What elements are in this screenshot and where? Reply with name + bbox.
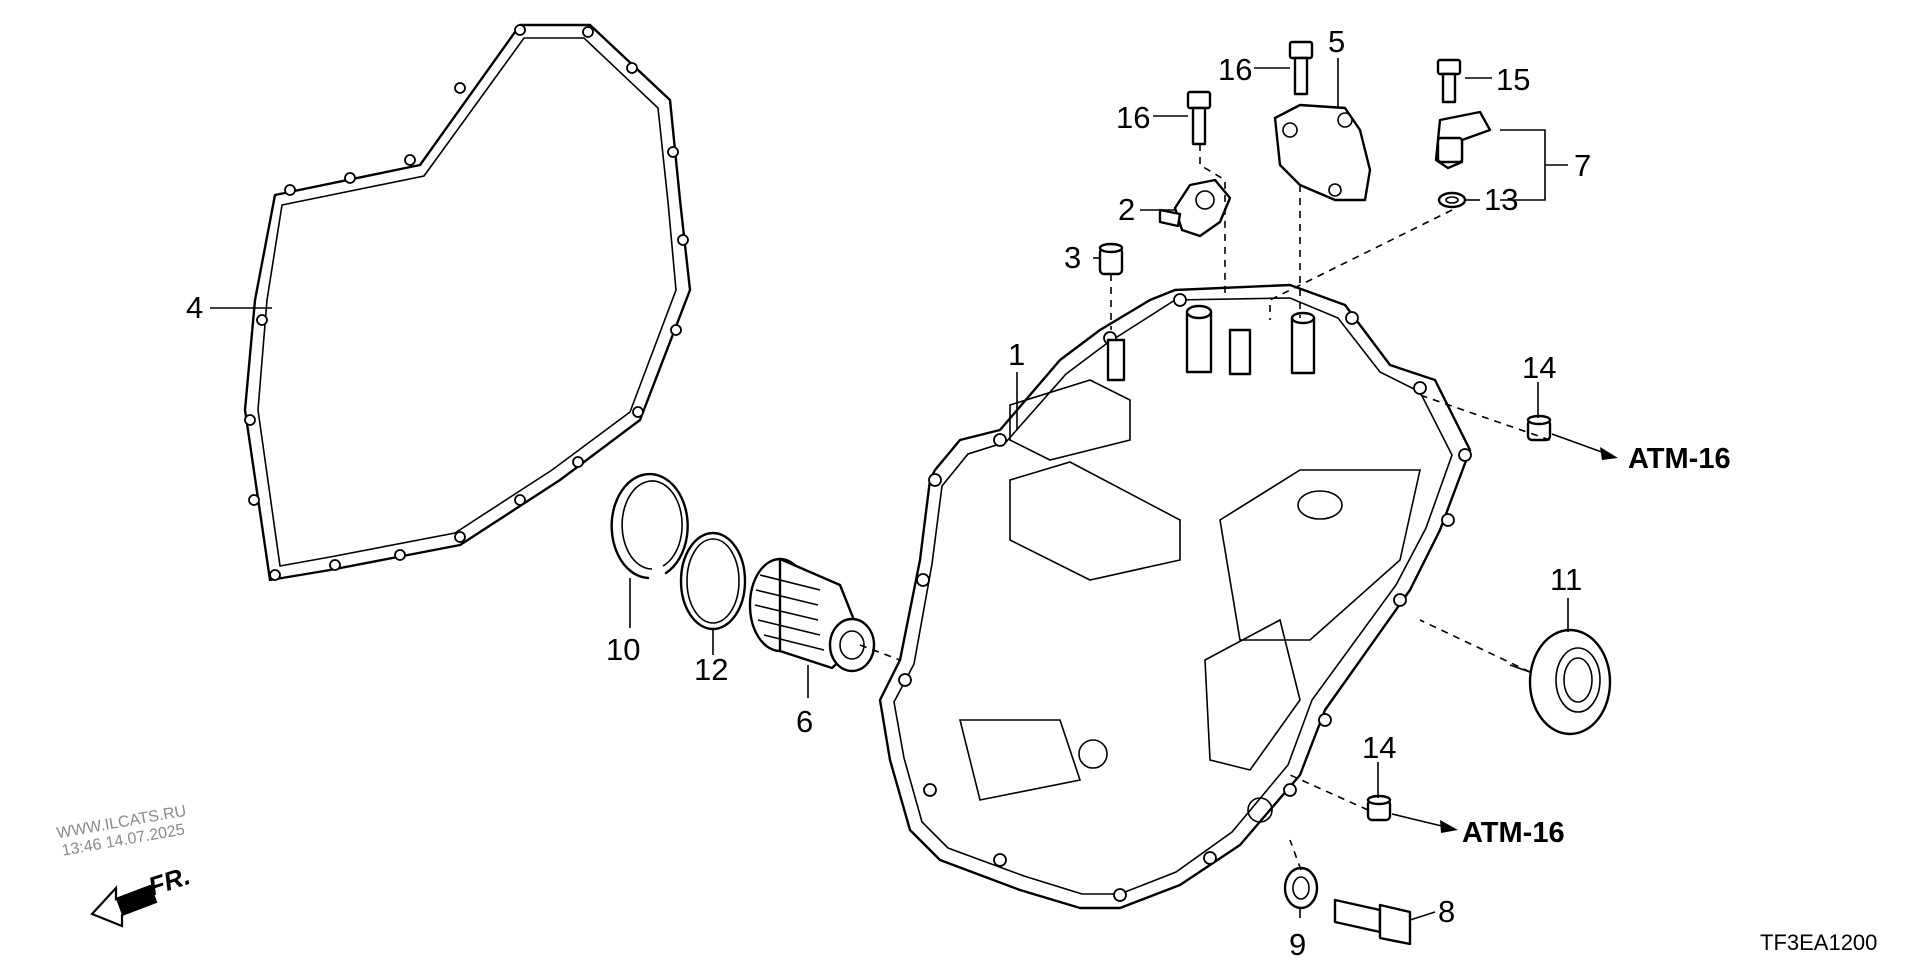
callout-2: 2 [1118, 192, 1135, 227]
callout-12: 12 [694, 652, 728, 687]
transmission-case-part-1 [878, 283, 1472, 910]
dowel-pin-part-14-upper [1526, 414, 1552, 442]
bracket-part-2 [1158, 178, 1232, 238]
callout-6: 6 [796, 704, 813, 739]
callout-8: 8 [1438, 894, 1455, 929]
bolt-part-16-lower [1186, 90, 1212, 146]
callout-13: 13 [1484, 182, 1518, 217]
dowel-pin-part-14-lower [1366, 794, 1392, 822]
bolt-part-15 [1436, 58, 1462, 104]
callout-4: 4 [186, 290, 203, 325]
snap-ring-part-10 [610, 472, 689, 580]
atm-16-reference-lower[interactable]: ATM-16 [1462, 817, 1565, 849]
gasket-part-4 [243, 23, 692, 582]
sensor-part-7 [1434, 110, 1492, 170]
atm-16-reference-upper[interactable]: ATM-16 [1628, 443, 1731, 475]
callout-9: 9 [1289, 927, 1306, 960]
washer-part-13 [1437, 191, 1467, 209]
callout-7: 7 [1574, 148, 1591, 183]
watermark: WWW.ILCATS.RU 13:46 14.07.2025 [55, 803, 187, 860]
callout-11: 11 [1550, 562, 1582, 597]
callout-14-lower: 14 [1362, 730, 1396, 765]
oil-seal-part-11 [1528, 628, 1612, 736]
callout-16-upper: 16 [1218, 52, 1252, 87]
callout-3: 3 [1064, 240, 1081, 275]
filter-assembly-part-6 [748, 557, 876, 673]
o-ring-part-12 [679, 531, 747, 631]
callout-15: 15 [1496, 62, 1530, 97]
plug-part-3 [1098, 242, 1124, 276]
leader-lines [210, 58, 1618, 921]
diagram-code: TF3EA1200 [1760, 930, 1877, 955]
callout-10: 10 [606, 632, 640, 667]
callout-labels: 1 2 3 4 5 6 7 8 9 10 11 12 13 14 14 15 1… [186, 24, 1591, 960]
callout-16-lower: 16 [1116, 100, 1150, 135]
front-direction-indicator: FR. [90, 860, 194, 928]
callout-14-upper: 14 [1522, 350, 1556, 385]
bolt-part-8 [1333, 898, 1412, 946]
callout-5: 5 [1328, 24, 1345, 59]
washer-part-9 [1283, 866, 1319, 910]
bracket-part-5 [1273, 103, 1372, 202]
bolt-part-16-upper [1288, 40, 1314, 96]
front-label: FR. [145, 860, 194, 901]
callout-1: 1 [1008, 337, 1025, 372]
